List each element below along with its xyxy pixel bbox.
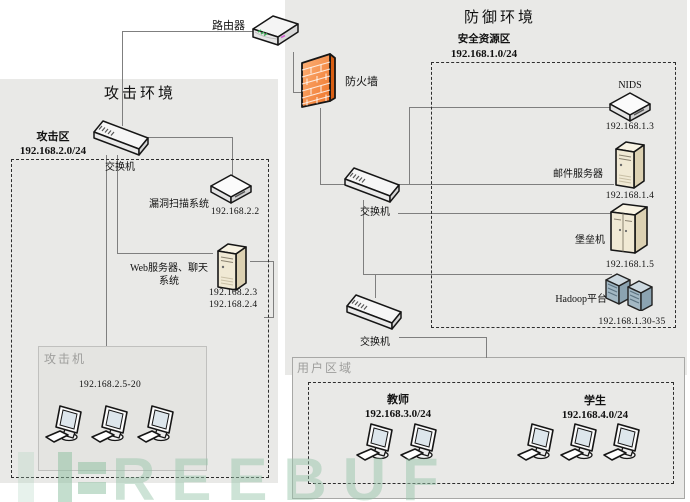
connection-line: [398, 213, 614, 214]
web-chat-server-label-line2: 系统: [159, 275, 179, 287]
connection-line: [363, 200, 364, 275]
attack-switch-label: 交换机: [105, 162, 135, 173]
connection-line: [320, 108, 321, 185]
nids-ip: 192.168.1.3: [605, 122, 655, 132]
teacher-name: 教师: [387, 394, 409, 406]
connection-line: [122, 31, 253, 32]
bastion-host-icon: [606, 201, 652, 255]
attack-machines-ip-range: 192.168.2.5-20: [79, 380, 141, 390]
web-chat-server-ip1: 192.168.2.3: [209, 288, 258, 298]
freebuf-logo-icon: [78, 462, 106, 474]
defense-switch-upper-label: 交换机: [360, 207, 390, 218]
security-area-subnet: 192.168.1.0/24: [450, 47, 518, 60]
connection-line: [117, 253, 213, 254]
web-chat-server-ip2: 192.168.2.4: [209, 300, 258, 311]
connection-line: [264, 317, 274, 318]
attack-area-label: 攻击区 192.168.2.0/24: [0, 130, 106, 159]
attack-switch-icon: [92, 117, 150, 159]
attack-machines-label: 攻击机: [44, 352, 87, 366]
freebuf-logo-icon: [58, 452, 72, 502]
connection-line: [486, 337, 487, 358]
connection-line: [273, 261, 274, 318]
firewall-icon: [298, 51, 338, 109]
connection-line: [106, 155, 107, 346]
mail-server-label: 邮件服务器: [553, 169, 603, 180]
freebuf-logo-icon: [18, 452, 34, 502]
attack-computer-icon: [137, 405, 181, 447]
connection-line: [293, 52, 294, 92]
defense-switch-upper-icon: [343, 164, 401, 206]
freebuf-logo-icon: [78, 482, 106, 494]
user-area-label: 用户区域: [297, 361, 354, 375]
connection-line: [117, 155, 118, 254]
attack-area-box: [11, 159, 269, 478]
web-chat-server-ips: 192.168.2.3 192.168.2.4: [209, 287, 257, 312]
connection-line: [398, 184, 614, 185]
freebuf-watermark: REEBUF: [0, 444, 620, 502]
attack-computer-icon: [91, 405, 135, 447]
student-name: 学生: [584, 395, 606, 407]
attack-computer-icon: [45, 405, 89, 447]
bastion-host-ip: 192.168.1.5: [605, 260, 655, 270]
connection-line: [250, 261, 274, 262]
vuln-scanner-label: 漏洞扫描系统: [149, 199, 209, 210]
mail-server-icon: [609, 139, 649, 189]
nids-icon: [608, 91, 652, 123]
router-label: 路由器: [212, 20, 245, 32]
mail-server-ip: 192.168.1.4: [605, 191, 655, 201]
security-area-label: 安全资源区 192.168.1.0/24: [429, 33, 539, 61]
teacher-subnet: 192.168.3.0/24: [364, 408, 432, 421]
defense-switch-lower-label: 交换机: [360, 337, 390, 348]
student-subnet: 192.168.4.0/24: [561, 409, 629, 422]
web-chat-server-label: Web服务器、聊天 系统: [126, 263, 212, 288]
web-chat-server-label-line1: Web服务器、聊天: [129, 263, 209, 274]
hadoop-platform-label: Hadoop平台: [555, 294, 607, 305]
connection-line: [375, 274, 376, 298]
security-area-box: [431, 62, 676, 328]
hadoop-platform-ip: 192.168.1.30-35: [598, 317, 666, 327]
connection-line: [293, 92, 303, 93]
attack-environment-title: 攻击环境: [103, 86, 176, 102]
attack-area-name: 攻击区: [36, 131, 70, 143]
connection-line: [143, 137, 233, 138]
router-icon: [248, 12, 302, 54]
bastion-host-label: 堡垒机: [575, 235, 605, 246]
web-chat-server-icon: [211, 241, 251, 291]
nids-label: NIDS: [618, 80, 642, 91]
student-group-label: 学生 192.168.4.0/24: [545, 394, 645, 423]
hadoop-platform-icon: [604, 271, 654, 311]
connection-line: [409, 107, 614, 108]
security-area-name: 安全资源区: [457, 34, 511, 45]
attack-area-subnet: 192.168.2.0/24: [19, 145, 87, 158]
connection-line: [232, 137, 233, 178]
user-groups-box: [308, 382, 674, 484]
defense-environment-title: 防御环境: [463, 10, 536, 26]
vuln-scanner-icon: [209, 173, 253, 205]
connection-line: [320, 184, 352, 185]
connection-line: [122, 31, 123, 126]
connection-line: [399, 337, 486, 338]
vuln-scanner-ip: 192.168.2.2: [211, 207, 260, 217]
defense-switch-lower-icon: [345, 291, 403, 333]
freebuf-watermark-text: REEBUF: [112, 446, 455, 502]
connection-line: [409, 107, 410, 185]
connection-line: [363, 274, 612, 275]
firewall-label: 防火墙: [345, 76, 378, 88]
teacher-group-label: 教师 192.168.3.0/24: [348, 393, 448, 422]
